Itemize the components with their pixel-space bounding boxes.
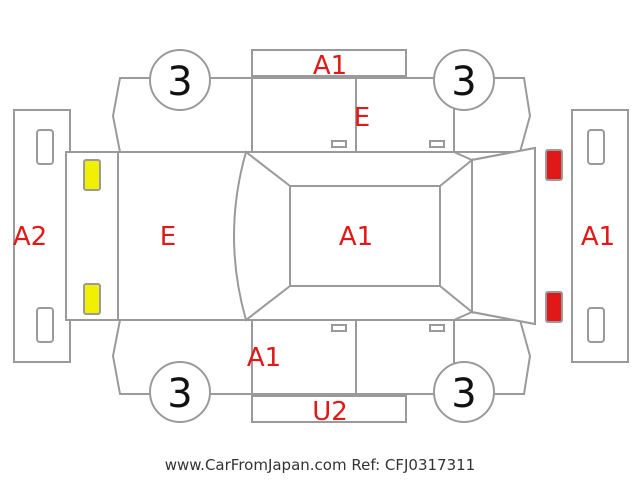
tire-rear-right: 3 [433,361,495,423]
footer-reference: www.CarFromJapan.com Ref: CFJ0317311 [165,456,475,474]
code-front-bumper: A2 [13,222,47,252]
tire-rear-left: 3 [433,49,495,111]
tire-front-left-number: 3 [167,59,192,105]
tire-front-right: 3 [149,361,211,423]
rear-window [439,157,473,315]
roof [289,185,441,287]
bottom-side-panel [251,395,407,423]
code-top-panel: A1 [313,51,347,81]
code-hood: E [160,222,176,252]
front-lamp-top [83,159,101,191]
top-front-handle [331,140,347,148]
trunk [471,146,536,326]
code-roof: A1 [339,222,373,252]
top-side-panel [251,49,407,77]
top-rear-handle [429,140,445,148]
rear-bumper-slot-bottom [587,307,605,343]
rear-lamp-top [545,149,563,181]
code-bottom-doors: A1 [247,343,281,373]
code-bottom-panel: U2 [312,397,348,427]
tire-front-left: 3 [149,49,211,111]
rear-bumper-slot-top [587,129,605,165]
rear-lamp-bottom [545,291,563,323]
front-bumper-slot-top [36,129,54,165]
code-rear-bumper: A1 [581,222,615,252]
tire-rear-right-number: 3 [451,371,476,417]
top-front-door [251,77,357,153]
code-top-doors: E [354,103,370,133]
front-lamp-bottom [83,283,101,315]
bottom-front-handle [331,324,347,332]
bottom-rear-handle [429,324,445,332]
hood [117,151,247,321]
front-bumper-slot-bottom [36,307,54,343]
tire-rear-left-number: 3 [451,59,476,105]
windshield [233,150,291,322]
tire-front-right-number: 3 [167,371,192,417]
